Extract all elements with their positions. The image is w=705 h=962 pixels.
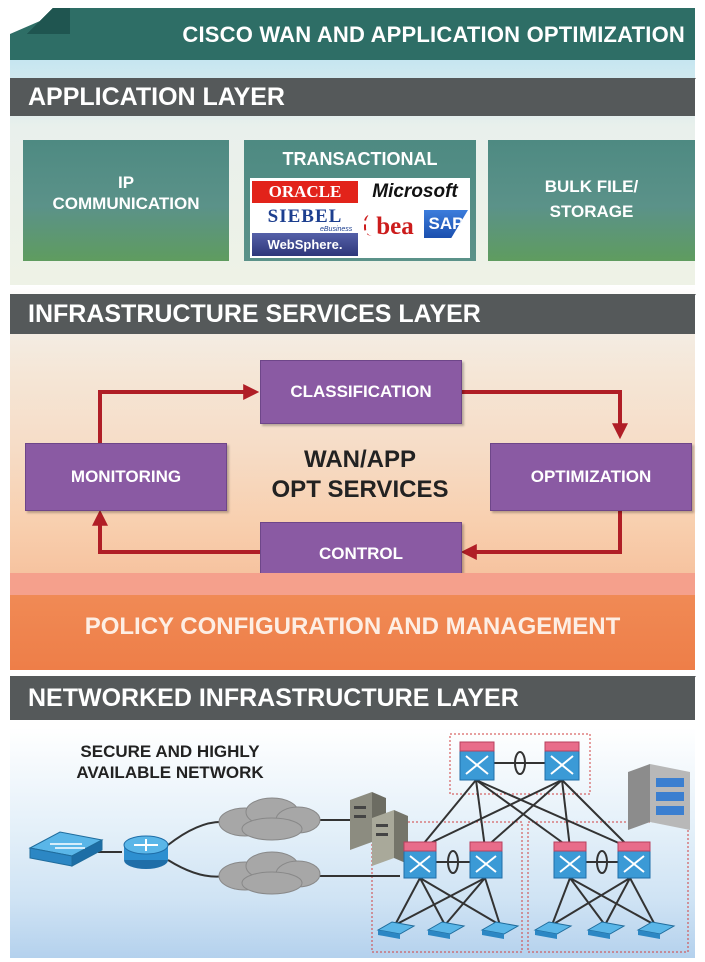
network-subtitle-line1: SECURE AND HIGHLY (80, 742, 260, 761)
distribution-group-right (527, 821, 689, 953)
cloud-icon (218, 797, 321, 841)
access-switch-icon (533, 921, 573, 939)
monitoring-label: MONITORING (70, 467, 182, 486)
link-bundle-core (514, 751, 526, 775)
title-bar-shadow (10, 8, 70, 34)
control-label: CONTROL (318, 544, 404, 563)
multilayer-switch-icon (403, 841, 437, 879)
siebel-logo: SIEBEL (267, 206, 343, 227)
access-switch-icon (586, 921, 626, 939)
ip-communication-box: IP COMMUNICATION (23, 140, 229, 261)
cloud-icon (218, 851, 321, 895)
bulk-file-line2: STORAGE (549, 202, 634, 221)
multilayer-switch-icon (459, 741, 495, 781)
oracle-logo: ORACLE (252, 181, 358, 203)
infrastructure-header-corner (666, 294, 696, 334)
network-subtitle-line2: AVAILABLE NETWORK (76, 763, 264, 782)
link-bundle-left (447, 850, 459, 874)
access-switch-icon (376, 921, 416, 939)
core-group (449, 733, 591, 795)
multilayer-switch-icon (469, 841, 503, 879)
monitoring-box: MONITORING (25, 443, 227, 511)
application-header-corner (666, 78, 696, 116)
classification-box: CLASSIFICATION (260, 360, 462, 424)
multilayer-switch-icon (617, 841, 651, 879)
policy-band: POLICY CONFIGURATION AND MANAGEMENT (10, 595, 695, 670)
bea-bracket-icon (364, 214, 376, 236)
server-icon (350, 792, 408, 866)
websphere-logo: WebSphere. (252, 233, 358, 256)
wan-app-center-line2: OPT SERVICES (271, 476, 449, 503)
infrastructure-services-header: INFRASTRUCTURE SERVICES LAYER (10, 294, 696, 334)
title-bar: CISCO WAN AND APPLICATION OPTIMIZATION (10, 8, 695, 60)
policy-top-stripe (10, 573, 695, 595)
optimization-box: OPTIMIZATION (490, 443, 692, 511)
optimization-label: OPTIMIZATION (530, 467, 652, 486)
networked-layer-heading: NETWORKED INFRASTRUCTURE LAYER (28, 684, 519, 712)
transactional-title: TRANSACTIONAL (282, 149, 438, 169)
access-switch-icon (636, 921, 676, 939)
policy-heading: POLICY CONFIGURATION AND MANAGEMENT (84, 613, 621, 640)
page-title: CISCO WAN AND APPLICATION OPTIMIZATION (182, 22, 685, 47)
microsoft-logo: Microsoft (372, 181, 458, 202)
access-switch-icon (426, 921, 466, 939)
transactional-box: TRANSACTIONAL ORACLE Microsoft SIEBEL eB… (244, 140, 476, 261)
server-rack-icon (628, 764, 690, 830)
vendor-logos: ORACLE Microsoft SIEBEL eBusiness bea SA… (250, 178, 470, 258)
bulk-file-storage-box: BULK FILE/ STORAGE (488, 140, 695, 261)
multilayer-switch-icon (544, 741, 580, 781)
siebel-sublabel: eBusiness (320, 226, 353, 233)
bea-logo: bea (376, 213, 414, 240)
networked-layer-header: NETWORKED INFRASTRUCTURE LAYER (10, 676, 696, 720)
ip-communication-line1: IP (117, 173, 135, 192)
ip-communication-line2: COMMUNICATION (52, 194, 200, 213)
link-bundle-right (596, 850, 608, 874)
classification-label: CLASSIFICATION (290, 382, 432, 401)
application-layer-header: APPLICATION LAYER (10, 78, 696, 116)
access-switch-icon (480, 921, 520, 939)
router-icon (123, 835, 169, 869)
application-layer-heading: APPLICATION LAYER (28, 83, 285, 111)
bulk-file-line1: BULK FILE/ (544, 177, 639, 196)
lan-switch-icon (28, 831, 104, 867)
networked-header-corner (662, 676, 696, 720)
multilayer-switch-icon (553, 841, 587, 879)
infrastructure-services-heading: INFRASTRUCTURE SERVICES LAYER (28, 300, 481, 328)
wan-app-center-line1: WAN/APP (303, 446, 416, 473)
